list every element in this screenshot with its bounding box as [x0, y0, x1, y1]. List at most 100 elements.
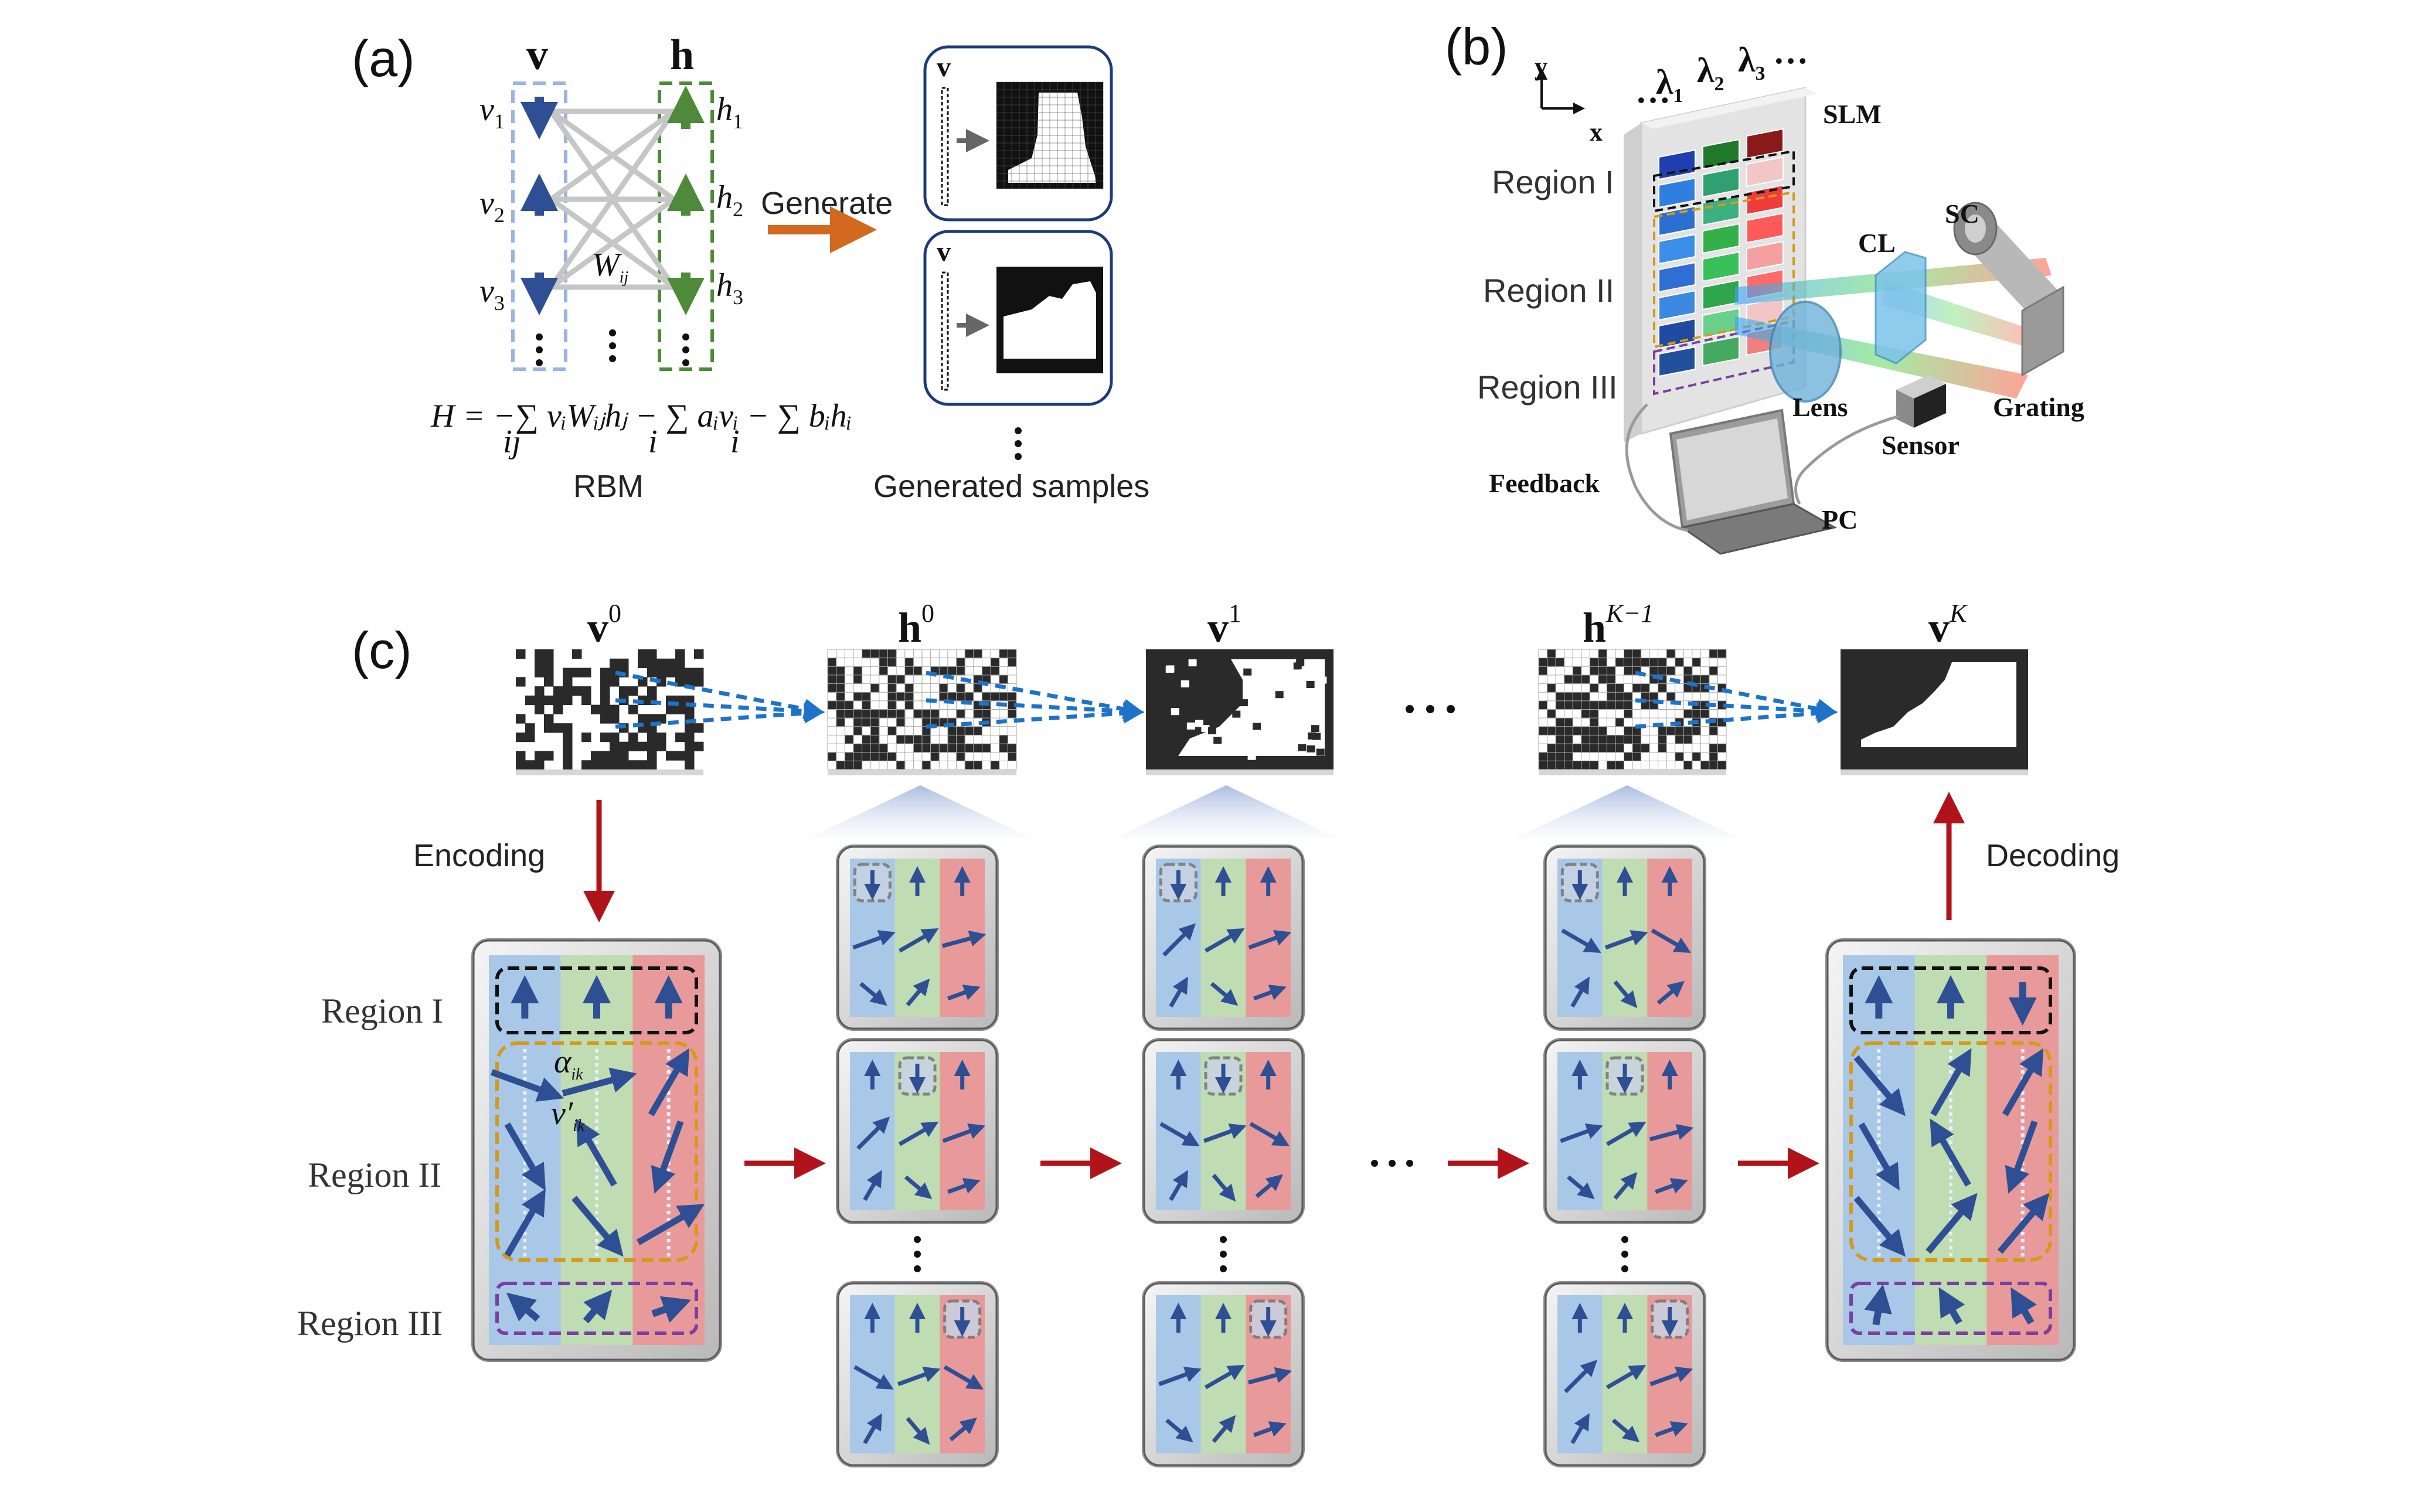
spin-arrow-icon	[947, 985, 981, 1001]
v1-label: v1	[479, 91, 505, 133]
spin-region-labels: Region I Region II Region III	[297, 992, 443, 1343]
spin-arrow-icon	[1655, 1421, 1688, 1438]
v-prime-ik-label: v′ik	[551, 1095, 585, 1135]
svg-text:v: v	[937, 236, 951, 267]
spin-arrow-icon	[942, 1123, 986, 1143]
spin-arrow-icon	[1248, 930, 1292, 950]
glow-cones	[809, 785, 1739, 838]
rbm-caption: RBM	[573, 469, 644, 504]
spin-panel-initial	[471, 938, 722, 1362]
sampling-dashed-arrow	[1635, 670, 1838, 719]
svg-text:ij: ij	[503, 424, 521, 460]
spin-arrow-icon	[1604, 930, 1648, 950]
grating-icon	[2021, 285, 2064, 377]
axis-x-label: x	[1590, 118, 1603, 147]
spin-arrow-icon	[1570, 1413, 1590, 1445]
svg-text:v: v	[937, 52, 951, 83]
spin-panel-sample	[836, 844, 999, 1031]
state-h0-label: h0	[898, 599, 934, 651]
v2-label: v2	[479, 185, 505, 227]
spin-arrow-icon	[1212, 1173, 1236, 1202]
slm-region-3-label: Region III	[1477, 369, 1618, 406]
spin-arrow-icon	[1169, 1170, 1188, 1201]
panel-vdots	[914, 1236, 1628, 1272]
state-v1-label: v1	[1207, 599, 1241, 651]
svg-text:λ3: λ3	[1738, 40, 1765, 84]
state-labels: v0 h0 v1 hK−1 vK	[587, 599, 1968, 651]
samples-caption: Generated samples	[873, 469, 1149, 504]
spin-arrow-icon	[898, 928, 939, 953]
slm-pixel-array	[1658, 128, 1784, 377]
slm-region-2-label: Region II	[1483, 272, 1614, 309]
spin-arrow-icon	[859, 982, 887, 1006]
h2-label: h2	[716, 179, 743, 221]
panel-a-label: (a)	[352, 29, 415, 87]
spin-arrow-icon	[1649, 1123, 1694, 1142]
lens-icon	[1769, 301, 1842, 403]
spin-arrow-icon	[1651, 928, 1692, 953]
spin-arrow-icon	[856, 1116, 890, 1150]
spin-arrow-icon	[1656, 980, 1685, 1005]
svg-text:…: …	[1773, 32, 1808, 71]
decoding-label: Decoding	[1986, 838, 2120, 873]
sensor-icon	[1896, 375, 1946, 428]
axis-y-label: y	[1535, 52, 1547, 81]
state-v0-label: v0	[587, 599, 621, 651]
spin-arrow-icon	[1655, 1178, 1688, 1194]
pc-label: PC	[1822, 505, 1858, 534]
spin-arrow-icon	[853, 1365, 894, 1390]
rbm-weight-connections	[549, 108, 676, 290]
spin-arrow-icon	[863, 1413, 882, 1445]
panel-c: (c) v0 h0 v1 hK−1 vK Encoding Decoding R…	[297, 599, 2120, 1467]
spin-arrow-icon	[897, 1367, 941, 1387]
spin-arrow-icon	[651, 1120, 684, 1194]
spin-panel-sample	[1142, 1281, 1305, 1467]
spin-arrow-icon	[904, 1175, 933, 1200]
state-vk-label: vK	[1928, 599, 1968, 651]
spin-arrow-icon	[1165, 1418, 1193, 1443]
spin-arrow-icon	[852, 930, 896, 950]
spin-arrow-icon	[562, 1067, 637, 1096]
rbm-vdots	[536, 329, 689, 366]
spin-arrow-icon	[1159, 1122, 1200, 1147]
spin-arrow-icon	[1210, 982, 1239, 1006]
generated-sample-1: v	[923, 45, 1113, 374]
spin-arrow-icon	[1997, 1193, 2050, 1254]
spin-region-1-label: Region I	[321, 992, 443, 1030]
spin-arrow-icon	[1162, 923, 1196, 957]
spin-arrow-icon	[2011, 1287, 2037, 1325]
spin-arrow-icon	[583, 1289, 613, 1324]
spin-region-2-label: Region II	[308, 1156, 441, 1194]
encoding-label: Encoding	[413, 838, 545, 873]
state-image-v1	[1146, 649, 1334, 775]
svg-text:…: …	[1635, 71, 1671, 110]
spin-arrow-icon	[1249, 1122, 1290, 1146]
spatial-collimator-icon	[1953, 202, 2060, 316]
state-image-h0	[827, 649, 1017, 775]
slm-region-1-box	[1653, 149, 1795, 213]
energy-equation-subscripts: ij i i	[503, 424, 740, 460]
panel-sequence-ellipsis	[1371, 1160, 1413, 1167]
spin-arrow-icon	[2002, 1048, 2044, 1116]
spin-arrow-icon	[572, 1196, 624, 1257]
spin-arrow-icon	[506, 1292, 540, 1322]
state-image-v0	[516, 649, 704, 775]
panel-b: (b) y x … λ1 λ2 λ3 … Region I Region II …	[1445, 18, 2084, 555]
hidden-node-labels: h1 h2 h3	[716, 91, 743, 309]
spin-arrow-icon	[906, 1416, 930, 1445]
sampling-dashed-arrow	[926, 670, 1144, 720]
spin-arrow-icon	[1649, 1367, 1693, 1387]
rbm-hidden-layer-label: h	[670, 31, 694, 79]
lens-label: Lens	[1792, 392, 1848, 422]
spin-arrow-icon	[898, 1122, 939, 1146]
spin-arrow-icon	[1853, 1196, 1906, 1257]
spin-arrow-icon	[1253, 1421, 1287, 1438]
pc-laptop-icon	[1669, 408, 1838, 555]
generate-label: Generate	[761, 186, 893, 221]
sensor-cable	[1794, 414, 1900, 505]
spin-arrow-icon	[1853, 1055, 1906, 1116]
spin-arrow-icon	[2005, 1120, 2038, 1194]
spin-arrow-icon	[947, 1178, 981, 1194]
spin-panel-sample	[1543, 1038, 1706, 1224]
